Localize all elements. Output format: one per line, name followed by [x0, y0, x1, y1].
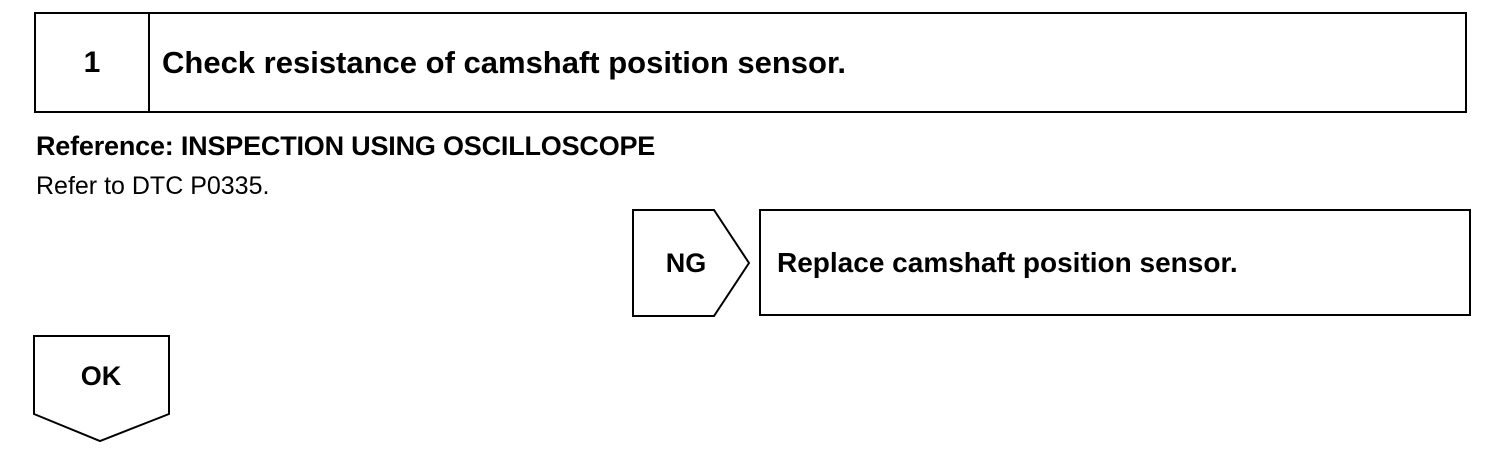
- ok-arrow-shape: [33, 335, 170, 443]
- reference-text: Refer to DTC P0335.: [36, 172, 270, 200]
- step-title: Check resistance of camshaft position se…: [162, 44, 846, 80]
- ng-action-text: Replace camshaft position sensor.: [777, 246, 1238, 278]
- ok-label: OK: [80, 360, 122, 391]
- ng-label: NG: [665, 247, 707, 278]
- step-box: 1 Check resistance of camshaft position …: [34, 12, 1467, 113]
- reference-heading: Reference: INSPECTION USING OSCILLOSCOPE: [36, 131, 656, 161]
- ng-arrow-shape: [632, 209, 751, 317]
- step-number: 1: [36, 14, 150, 111]
- ng-action-box: Replace camshaft position sensor.: [759, 209, 1471, 316]
